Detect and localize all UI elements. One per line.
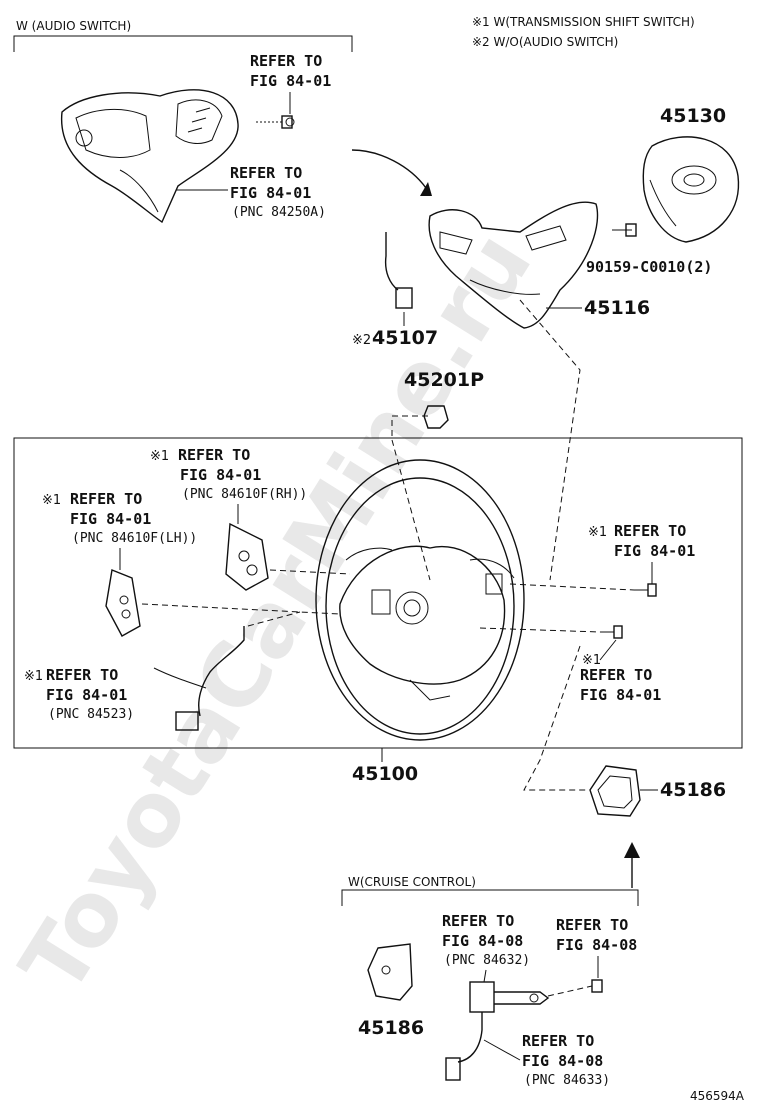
ref-2-line1: REFER TO [230, 164, 302, 182]
ref-9-line1: REFER TO [556, 916, 628, 934]
ref-9-line2: FIG 84-08 [556, 936, 637, 954]
dash-nut-to-wheel [391, 415, 431, 581]
cruise-control-group-label: W(CRUISE CONTROL) [348, 875, 476, 889]
part-number-45201P: 45201P [404, 369, 484, 391]
part-45107-mark: ※2 [352, 333, 371, 348]
bolt-illustration-cruise [591, 979, 603, 993]
part-number-45130: 45130 [660, 105, 726, 127]
up-arrow [624, 842, 640, 888]
dash-cruise-bolt [547, 985, 593, 997]
ref-6-line2: FIG 84-01 [580, 686, 661, 704]
ref-8-line1: REFER TO [442, 912, 514, 930]
cruise-control-group-bracket: W(CRUISE CONTROL) [341, 875, 639, 906]
part-number-90159: 90159-C0010(2) [586, 258, 712, 276]
horn-pad-illustration [642, 136, 740, 243]
part-number-45100: 45100 [352, 763, 418, 785]
ref-5-line2: FIG 84-01 [614, 542, 695, 560]
leader-ref-10 [483, 1039, 521, 1061]
ref-4-line1: REFER TO [70, 490, 142, 508]
ref-8-pnc: (PNC 84632) [444, 953, 530, 968]
ref-7-pnc: (PNC 84523) [48, 707, 134, 722]
part-number-45186-lower: 45186 [358, 1017, 424, 1039]
figure-id: 456594A [690, 1089, 745, 1103]
ref-7-line1: REFER TO [46, 666, 118, 684]
screw-illustration [612, 223, 637, 237]
audio-switch-cover-illustration [60, 89, 239, 224]
ref-3-line1: REFER TO [178, 446, 250, 464]
part-number-45186: 45186 [660, 779, 726, 801]
steering-wheel-assembly-box [13, 437, 743, 749]
dash-bezel-to-wheel [523, 645, 586, 791]
leader-ref-6 [599, 639, 617, 661]
steering-cover-illustration [428, 201, 599, 329]
steering-wheel-illustration [315, 459, 525, 741]
bolt-illustration-right-upper [634, 583, 657, 597]
dash-cover-to-wheel [519, 299, 581, 581]
dash-lh-switch [141, 603, 341, 615]
ref-7-line2: FIG 84-01 [46, 686, 127, 704]
ref-6-mark: ※1 [582, 653, 601, 668]
bezel-45186-illustration [589, 765, 641, 817]
switch-lh-illustration [105, 569, 141, 637]
dash-bolt-lower [479, 627, 601, 633]
ref-3-mark: ※1 [150, 449, 169, 464]
ref-3-line2: FIG 84-01 [180, 466, 261, 484]
ref-5-line1: REFER TO [614, 522, 686, 540]
ref-8-line2: FIG 84-08 [442, 932, 523, 950]
ref-5-mark: ※1 [588, 525, 607, 540]
watermark: ToyotaCarMine.ru [0, 215, 551, 1012]
bezel-45186-lower-illustration [367, 943, 413, 1001]
ref-2-line2: FIG 84-01 [230, 184, 311, 202]
note-without-audio-switch: ※2 W/O(AUDIO SWITCH) [472, 35, 618, 49]
ref-4-mark: ※1 [42, 493, 61, 508]
ref-10-line2: FIG 84-08 [522, 1052, 603, 1070]
ref-4-pnc: (PNC 84610F(LH)) [72, 531, 197, 546]
ref-1-line2: FIG 84-01 [250, 72, 331, 90]
audio-switch-group-label: W (AUDIO SWITCH) [16, 19, 131, 33]
dash-bolt-upper [509, 583, 635, 591]
cruise-switch-illustration [469, 981, 550, 1013]
ref-2-pnc: (PNC 84250A) [232, 205, 326, 220]
audio-switch-group-bracket: W (AUDIO SWITCH) [13, 19, 353, 52]
wire-45107-illustration [384, 232, 413, 309]
note-transmission-shift-switch: ※1 W(TRANSMISSION SHIFT SWITCH) [472, 15, 695, 29]
spiral-cable-illustration [153, 626, 245, 731]
cruise-wire-illustration [445, 1012, 483, 1081]
dash-spiral-cable [247, 611, 301, 627]
ref-7-mark: ※1 [24, 669, 43, 684]
ref-4-line2: FIG 84-01 [70, 510, 151, 528]
bolt-illustration-right-lower [600, 625, 623, 639]
ref-10-pnc: (PNC 84633) [524, 1073, 610, 1088]
ref-1-line1: REFER TO [250, 52, 322, 70]
part-number-45107: 45107 [372, 327, 438, 349]
leader-ref-8 [483, 969, 487, 983]
transition-arrow [351, 149, 432, 196]
bolt-illustration-top [256, 115, 295, 129]
dash-rh-switch [269, 569, 351, 575]
ref-10-line1: REFER TO [522, 1032, 594, 1050]
part-number-45116: 45116 [584, 297, 650, 319]
ref-3-pnc: (PNC 84610F(RH)) [182, 487, 307, 502]
switch-rh-illustration [225, 522, 269, 591]
ref-6-line1: REFER TO [580, 666, 652, 684]
